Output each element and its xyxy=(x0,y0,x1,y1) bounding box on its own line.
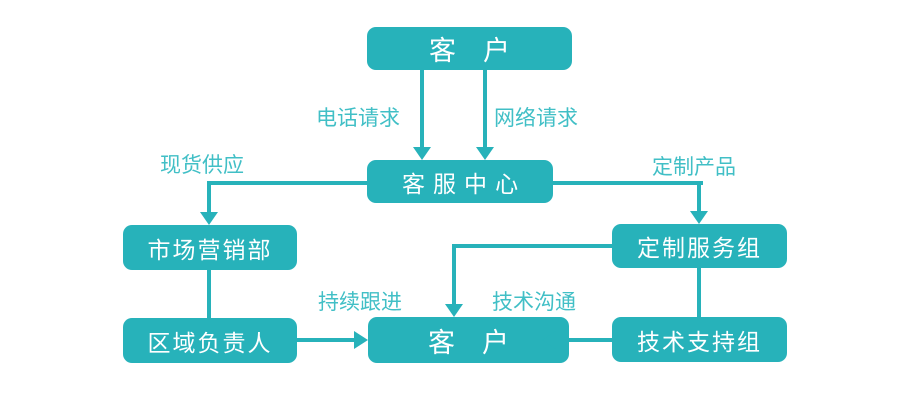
edge-label-phone-request: 电话请求 xyxy=(316,107,400,130)
arrow-down-icon xyxy=(413,147,431,160)
edge-custom-techsupport-line xyxy=(697,268,701,317)
edge-label-custom-product: 定制产品 xyxy=(652,156,736,179)
node-tech-support-group: 技术支持组 xyxy=(612,317,787,362)
edge-spot-supply-line-v xyxy=(207,181,211,213)
edge-web-request-line xyxy=(483,70,487,148)
arrow-down-icon xyxy=(476,147,494,160)
edge-label-continuous-followup: 持续跟进 xyxy=(318,291,402,314)
edge-custom-product-line-h xyxy=(545,181,703,185)
arrow-down-icon xyxy=(200,212,218,225)
edge-label-spot-supply: 现货供应 xyxy=(160,154,244,177)
arrow-right-icon xyxy=(354,331,368,349)
node-regional-manager: 区域负责人 xyxy=(123,318,297,363)
edge-tech-communication-line xyxy=(556,338,612,342)
arrow-left-icon xyxy=(542,331,556,349)
node-marketing-dept: 市场营销部 xyxy=(123,225,297,270)
node-service-center: 客服中心 xyxy=(367,160,554,203)
edge-custom-customer-line-v xyxy=(452,244,456,305)
edge-phone-request-line xyxy=(420,70,424,148)
node-custom-service-group: 定制服务组 xyxy=(612,224,787,268)
edge-label-tech-communication: 技术沟通 xyxy=(492,291,576,314)
edge-spot-supply-line-h xyxy=(209,181,367,185)
node-customer-top: 客户 xyxy=(367,27,572,70)
edge-followup-line xyxy=(297,338,355,342)
edge-custom-customer-line-h xyxy=(454,244,612,248)
arrow-down-icon xyxy=(690,211,708,224)
edge-label-web-request: 网络请求 xyxy=(494,107,578,130)
arrow-down-icon xyxy=(445,304,463,317)
node-customer-bottom: 客户 xyxy=(368,317,569,363)
edge-custom-product-line-v xyxy=(697,181,701,212)
edge-marketing-regional-line xyxy=(207,270,211,318)
